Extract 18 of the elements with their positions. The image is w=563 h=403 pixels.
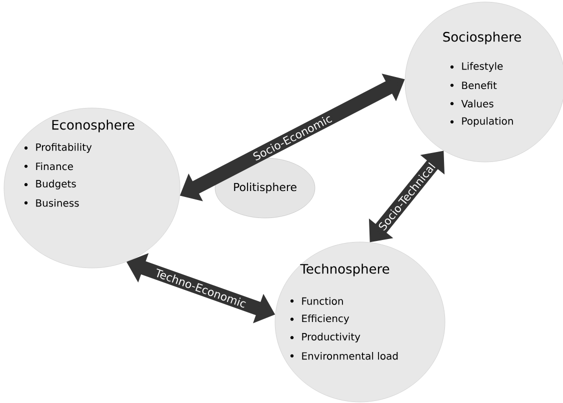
bullet-item: Values (461, 100, 494, 108)
sphere-heading: Sociosphere (443, 32, 521, 44)
bullet-item: Business (36, 199, 79, 207)
bullet-item: Efficiency (302, 314, 350, 324)
bullet-item: Function (302, 297, 343, 305)
bullet-item: Population (462, 117, 513, 127)
bullet-item: Lifestyle (462, 62, 503, 72)
bullet-item: Benefit (462, 81, 497, 90)
bullet-item: Finance (36, 162, 73, 170)
sphere-circle (274, 242, 446, 402)
sphere-circle (404, 2, 563, 162)
sphere-heading: Technosphere (300, 264, 390, 276)
bullet-item: Budgets (36, 180, 76, 190)
bullet-item: Environmental load (302, 352, 398, 360)
bullet-item: Profitability (36, 143, 92, 153)
bullet-item: Productivity (302, 332, 360, 342)
sphere-heading: Econosphere (52, 120, 134, 132)
sphere-circle (4, 108, 180, 268)
